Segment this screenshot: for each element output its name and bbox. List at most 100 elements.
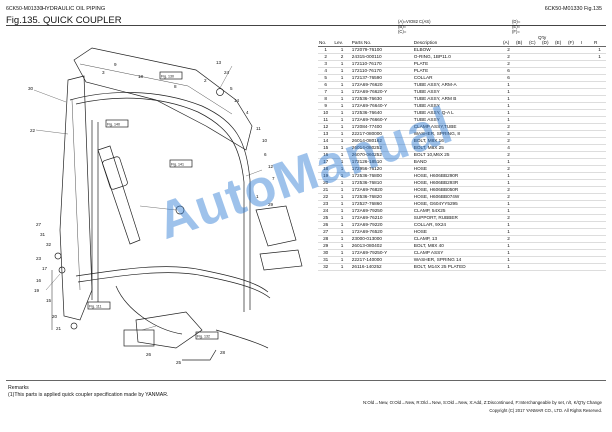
callout-number: 32 [46,242,52,247]
row-no: 16 [318,151,334,159]
col-r: R [593,40,606,47]
row-qty-a: 2 [502,130,515,138]
row-qty-f [567,242,580,250]
row-qty-b [515,214,528,222]
fig-ref-label: Fig. 130 [161,75,174,79]
variant-e: (E)= [512,23,521,29]
row-part-number: 172A69-76640-Y [350,102,413,110]
row-r [593,193,606,201]
row-qty-b [515,179,528,187]
row-qty-c [528,200,541,208]
row-qty-f [567,221,580,229]
row-qty-f [567,88,580,96]
callout-number: 6 [264,152,267,157]
row-qty-f [567,186,580,194]
row-no: 32 [318,263,334,271]
row-description: TUBE ASSY [412,88,502,96]
row-i [580,137,593,145]
row-qty-f [567,200,580,208]
row-r [593,207,606,215]
row-qty-e [554,256,567,264]
row-no: 5 [318,74,334,82]
quick-coupler-body [135,311,203,349]
row-part-number: 172536-76630 [350,95,413,103]
row-qty-a: 6 [502,74,515,82]
callout-number: 15 [46,298,52,303]
row-qty-f [567,249,580,257]
row-qty-b [515,158,528,166]
row-description: BOLT 10,M6X 25 [412,151,502,159]
callout-number: 29 [268,202,274,207]
boom-outline [73,47,253,151]
row-r [593,200,606,208]
hose-3 [115,285,183,335]
row-part-number: 172126-18510 [350,158,413,166]
callout-number: 25 [176,360,182,365]
callout-number: 18 [138,74,144,79]
row-i [580,200,593,208]
row-no: 2 [318,53,334,61]
row-description: TUBE ASSY [412,116,502,124]
row-qty-c [528,46,541,54]
row-qty-f [567,256,580,264]
row-qty-a: 1 [502,81,515,89]
row-part-number: 172536-76810 [350,179,413,187]
row-description: SUPPORT, RUBBER [412,214,502,222]
row-qty-d [541,53,554,61]
row-no: 1 [318,46,334,54]
callout-number: 13 [216,60,222,65]
row-level: 1 [333,109,351,117]
row-qty-e [554,67,567,75]
row-qty-e [554,46,567,54]
row-qty-a: 1 [502,88,515,96]
row-qty-f [567,67,580,75]
callout-number: 12 [268,164,274,169]
row-part-number: 172536-76820 [350,193,413,201]
row-qty-c [528,186,541,194]
row-i [580,186,593,194]
row-qty-f [567,193,580,201]
row-qty-c [528,109,541,117]
row-description: PLATE [412,60,502,68]
cylinder-outline [97,145,141,245]
row-qty-d [541,46,554,54]
row-no: 11 [318,116,334,124]
figure-title: Fig.135. QUICK COUPLER [6,15,122,26]
row-level: 1 [333,193,351,201]
row-qty-e [554,102,567,110]
row-qty-e [554,109,567,117]
row-description: HOSE, H606BB050R [412,186,502,194]
row-i [580,123,593,131]
callout-number: 20 [52,314,58,319]
row-part-number: 22217-080000 [350,130,413,138]
row-qty-c [528,158,541,166]
row-qty-d [541,95,554,103]
row-level: 2 [333,53,351,61]
row-part-number: 22217-140000 [350,256,413,264]
callout-number: 26 [146,352,152,357]
row-r [593,186,606,194]
row-qty-b [515,88,528,96]
row-qty-e [554,200,567,208]
row-qty-b [515,102,528,110]
row-i [580,207,593,215]
row-qty-f [567,116,580,124]
row-i [580,179,593,187]
row-qty-f [567,74,580,82]
row-r [593,179,606,187]
row-qty-b [515,207,528,215]
callout-number: 23 [36,256,42,261]
row-qty-b [515,263,528,271]
col-e: (E) [554,40,567,47]
row-qty-c [528,221,541,229]
row-description: TUBE ASSY, ARM-A [412,81,502,89]
row-qty-e [554,172,567,180]
